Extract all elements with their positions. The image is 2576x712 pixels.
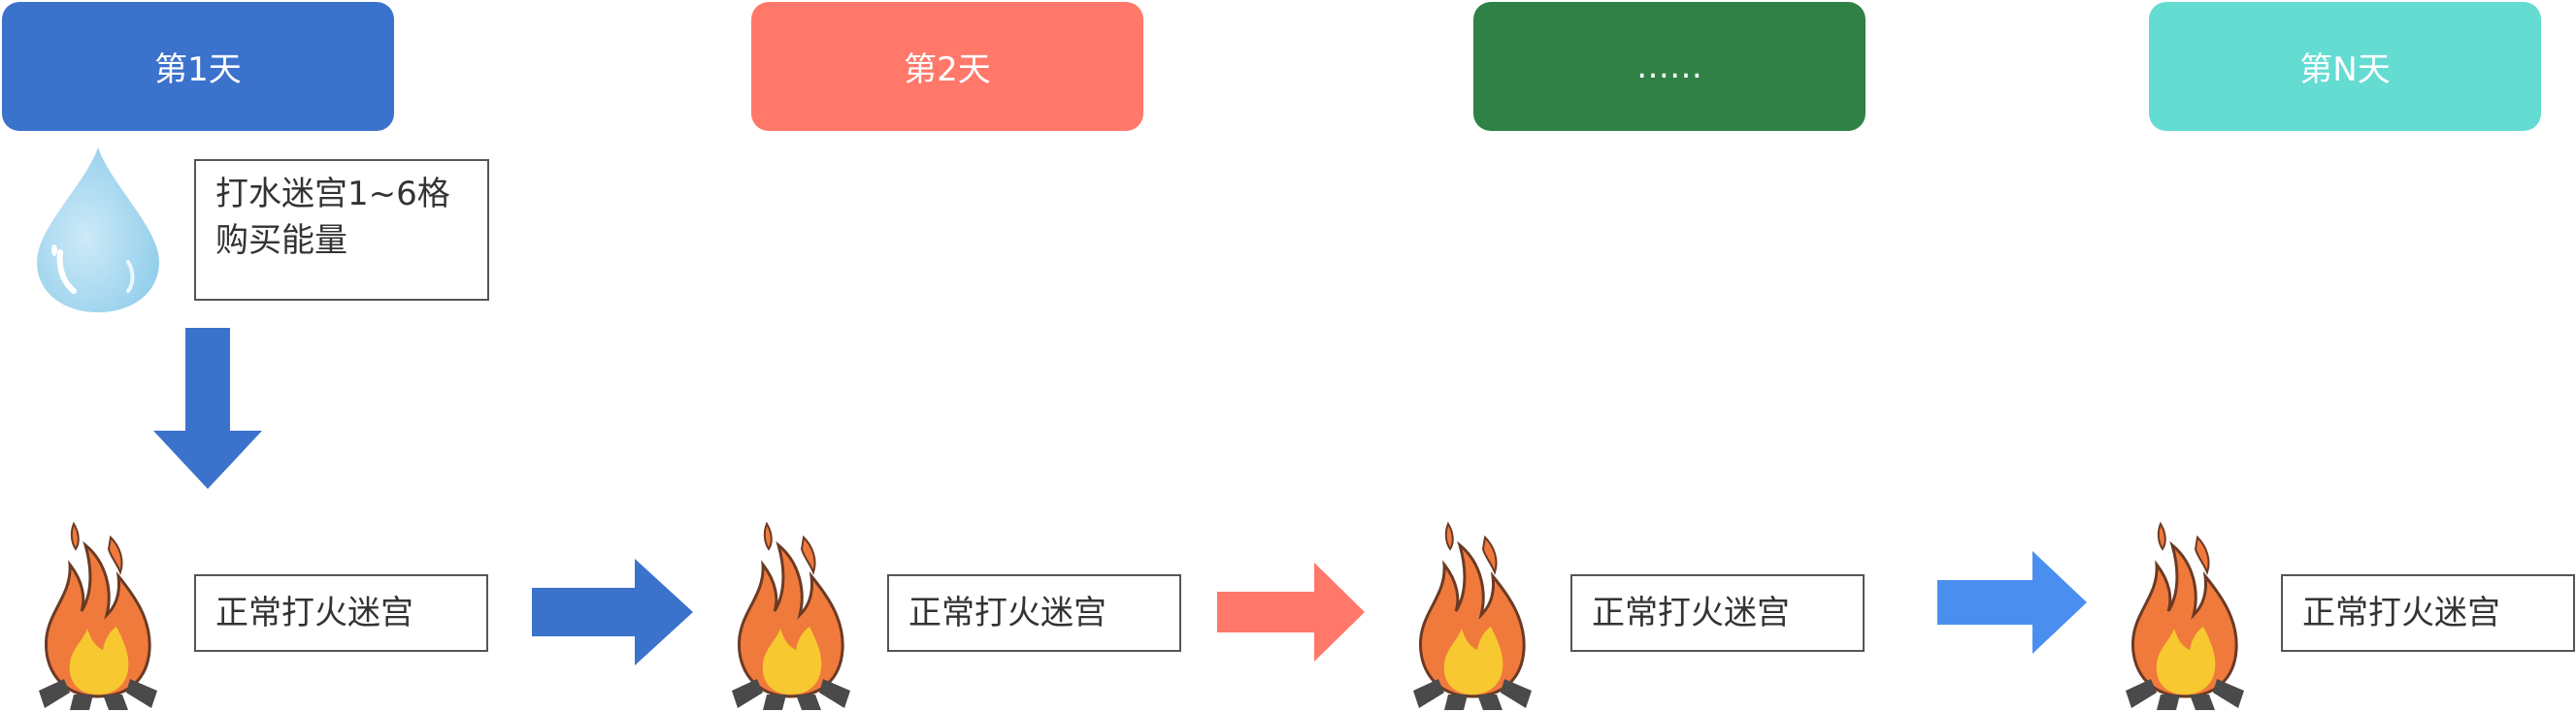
arrow-right-icon — [1937, 551, 2087, 654]
fire-task-box-1: 正常打火迷宫 — [194, 574, 488, 652]
fire-task-label-2: 正常打火迷宫 — [908, 594, 1106, 632]
fire-task-label-3: 正常打火迷宫 — [1592, 594, 1790, 632]
fire-task-label-1: 正常打火迷宫 — [215, 594, 413, 632]
campfire-icon — [1413, 521, 1532, 710]
day-1-label: 第1天 — [154, 50, 242, 89]
day-n-header: 第N天 — [2149, 2, 2541, 131]
arrow-right-icon — [532, 559, 693, 665]
day-2-header: 第2天 — [751, 2, 1143, 131]
day-n-label: 第N天 — [2299, 50, 2391, 89]
campfire-icon — [732, 521, 850, 710]
day-2-label: 第2天 — [904, 50, 991, 89]
fire-task-label-4: 正常打火迷宫 — [2302, 594, 2500, 632]
water-task-line1: 打水迷宫1~6格 — [215, 175, 450, 213]
water-task-box: 打水迷宫1~6格 购买能量 — [194, 159, 489, 301]
arrow-down-icon — [153, 328, 262, 489]
day-ellipsis-header: …… — [1473, 2, 1866, 131]
fire-task-box-3: 正常打火迷宫 — [1570, 574, 1865, 652]
day-1-header: 第1天 — [2, 2, 394, 131]
water-drop-icon — [37, 147, 159, 312]
arrow-right-icon — [1217, 563, 1365, 662]
campfire-icon — [39, 521, 157, 710]
water-task-line2: 购买能量 — [215, 221, 347, 260]
day-ellipsis-label: …… — [1636, 47, 1702, 86]
fire-task-box-2: 正常打火迷宫 — [887, 574, 1181, 652]
campfire-icon — [2126, 521, 2244, 710]
fire-task-box-4: 正常打火迷宫 — [2281, 574, 2575, 652]
